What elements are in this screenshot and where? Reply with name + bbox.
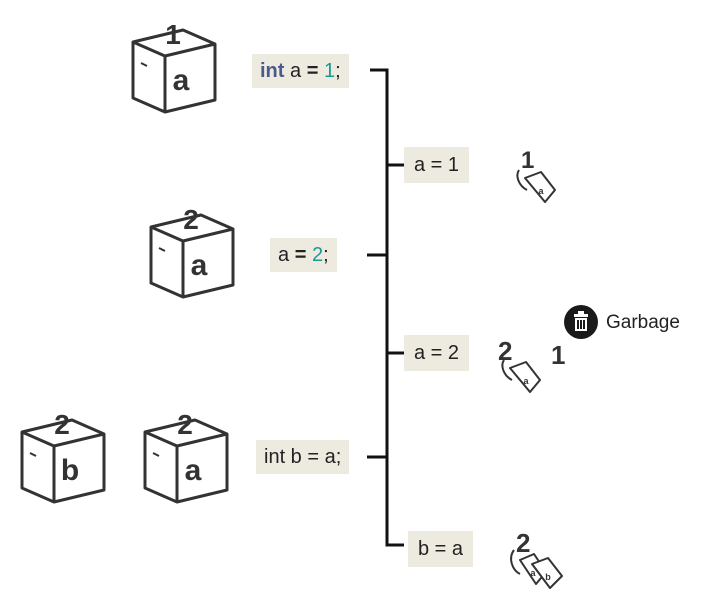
state-label-b-a: b = a	[408, 531, 474, 567]
tag-icon-a-b: 2 a b	[510, 528, 563, 589]
state-label-a-2: a = 2	[404, 335, 470, 371]
box-value: 2	[177, 409, 193, 440]
code-token: int	[260, 60, 285, 82]
state-label-a-1: a = 1	[404, 147, 470, 183]
box-label: a	[185, 454, 202, 487]
code-token: =	[294, 244, 307, 266]
code-line-declare-a: int a = 1;	[252, 54, 349, 88]
box-label: a	[191, 249, 208, 282]
tag-number: 2	[498, 336, 512, 366]
code-token: 2	[311, 244, 324, 266]
code-line-declare-b: int b = a;	[256, 440, 350, 474]
box-value: 2	[183, 204, 199, 235]
code-token: a	[284, 60, 307, 82]
box-label: a	[173, 64, 190, 97]
tag-number: 1	[521, 147, 534, 174]
timeline-bracket	[367, 68, 404, 547]
code-token: int b = a;	[264, 446, 342, 468]
code-token: =	[306, 60, 319, 82]
tag-number: 2	[516, 528, 530, 558]
memory-box-a-1: a 1	[131, 19, 217, 114]
memory-box-a-3: a 2	[143, 409, 229, 504]
tag-letter: a	[538, 186, 544, 196]
box-value: 1	[165, 19, 181, 50]
memory-box-b: b 2	[20, 409, 106, 504]
code-token: ;	[323, 244, 329, 266]
tag-letter-b: b	[545, 572, 551, 582]
garbage-label: Garbage	[606, 312, 680, 333]
box-label: b	[61, 454, 79, 487]
tag-letter: a	[523, 376, 529, 386]
box-value: 2	[54, 409, 70, 440]
memory-box-a-2: a 2	[149, 204, 235, 299]
tag-icon-a-2: 2 a	[498, 336, 541, 393]
tag-letter-a: a	[530, 568, 536, 578]
code-token: ;	[335, 60, 341, 82]
code-line-assign-a: a = 2;	[270, 238, 337, 272]
tag-icon-a: 1 a	[516, 147, 556, 203]
code-token: a	[278, 244, 295, 266]
trash-icon	[564, 305, 598, 339]
code-token: 1	[323, 60, 336, 82]
orphan-value: 1	[551, 340, 565, 370]
